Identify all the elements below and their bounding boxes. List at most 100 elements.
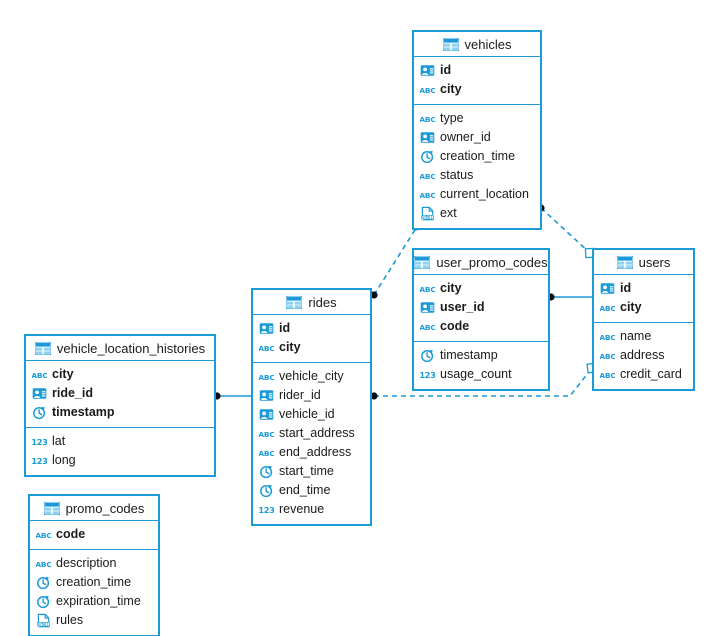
pk-column-row[interactable]: id xyxy=(414,61,540,80)
column-name: timestamp xyxy=(52,405,115,420)
column-name: expiration_time xyxy=(56,594,141,609)
svg-text:ABC: ABC xyxy=(259,344,274,353)
table-name: vehicles xyxy=(464,36,512,52)
column-row[interactable]: owner_id xyxy=(414,128,540,147)
pk-column-row[interactable]: ABC city xyxy=(253,338,370,357)
table-icon xyxy=(616,255,633,269)
table-header[interactable]: users xyxy=(594,250,693,275)
clock-icon xyxy=(32,405,47,420)
table-header[interactable]: user_promo_codes xyxy=(414,250,548,275)
column-row[interactable]: JSON rules xyxy=(30,611,158,630)
column-name: city xyxy=(440,82,462,97)
pk-column-row[interactable]: id xyxy=(594,279,693,298)
column-row[interactable]: expiration_time xyxy=(30,592,158,611)
column-row[interactable]: rider_id xyxy=(253,386,370,405)
relationship-user_promo_codes-users[interactable] xyxy=(547,293,592,301)
table-header[interactable]: promo_codes xyxy=(30,496,158,521)
abc-icon: ABC xyxy=(600,348,615,363)
column-name: id xyxy=(279,321,291,336)
id-card-icon xyxy=(259,407,274,422)
svg-text:ABC: ABC xyxy=(36,560,51,569)
svg-text:ABC: ABC xyxy=(420,191,435,200)
svg-text:ABC: ABC xyxy=(600,371,615,380)
svg-text:JSON: JSON xyxy=(421,215,434,221)
column-name: revenue xyxy=(279,502,325,517)
pk-column-row[interactable]: user_id xyxy=(414,298,548,317)
pk-column-row[interactable]: ride_id xyxy=(26,384,214,403)
column-name: city xyxy=(279,340,301,355)
column-name: id xyxy=(440,63,452,78)
table-header[interactable]: rides xyxy=(253,290,370,315)
relationship-vlh-rides[interactable] xyxy=(213,392,251,400)
pk-column-row[interactable]: ABC city xyxy=(414,279,548,298)
table-header[interactable]: vehicle_location_histories xyxy=(26,336,214,361)
column-name: city xyxy=(440,281,462,296)
pk-column-row[interactable]: id xyxy=(253,319,370,338)
column-row[interactable]: vehicle_id xyxy=(253,405,370,424)
column-name: city xyxy=(52,367,74,382)
column-row[interactable]: timestamp xyxy=(414,346,548,365)
table-header[interactable]: vehicles xyxy=(414,32,540,57)
id-card-icon xyxy=(420,300,435,315)
column-name: status xyxy=(440,168,474,183)
table-name: users xyxy=(638,254,671,270)
json-icon: JSON xyxy=(36,613,51,628)
id-card-icon xyxy=(32,386,47,401)
svg-text:ABC: ABC xyxy=(600,333,615,342)
column-name: rules xyxy=(56,613,84,628)
clock-icon xyxy=(36,575,51,590)
column-row[interactable]: JSON ext xyxy=(414,204,540,223)
clock-icon xyxy=(259,464,274,479)
json-icon: JSON xyxy=(420,206,435,221)
column-row[interactable]: creation_time xyxy=(414,147,540,166)
table-name: user_promo_codes xyxy=(436,254,548,270)
svg-text:ABC: ABC xyxy=(420,285,435,294)
table-name: vehicle_location_histories xyxy=(56,340,206,356)
abc-icon: ABC xyxy=(420,111,435,126)
column-name: creation_time xyxy=(56,575,132,590)
column-name: ext xyxy=(440,206,457,221)
column-name: lat xyxy=(52,434,66,449)
pk-column-row[interactable]: timestamp xyxy=(26,403,214,422)
column-name: vehicle_id xyxy=(279,407,335,422)
column-row[interactable]: creation_time xyxy=(30,573,158,592)
column-row[interactable]: end_time xyxy=(253,481,370,500)
column-name: creation_time xyxy=(440,149,516,164)
column-row[interactable]: start_time xyxy=(253,462,370,481)
svg-text:ABC: ABC xyxy=(36,531,51,540)
table-icon xyxy=(43,501,60,515)
svg-text:ABC: ABC xyxy=(259,373,274,382)
